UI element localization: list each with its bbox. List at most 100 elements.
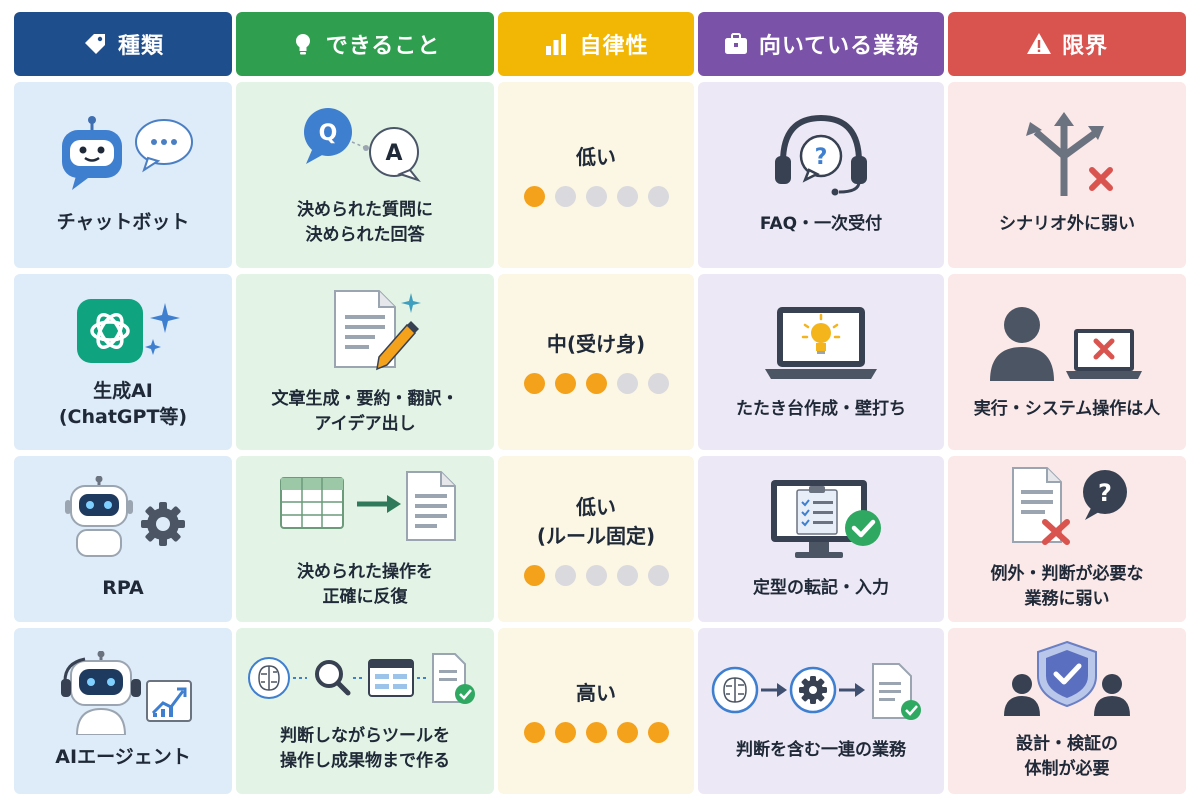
- autonomy-cell-chatbot: 低い: [498, 82, 694, 268]
- svg-text:A: A: [385, 141, 402, 166]
- type-cell-genai: 生成AI (ChatGPT等): [14, 274, 232, 450]
- header-label: 自律性: [579, 34, 649, 59]
- capability-cell-chatbot: Q A 決められた質問に 決められた回答: [236, 82, 494, 268]
- branching-arrows-icon: [1026, 112, 1113, 197]
- brain-gear-doc-flow-icon: [711, 663, 921, 721]
- suited-text: たたき台作成・壁打ち: [736, 399, 906, 420]
- table-to-doc-icon: [280, 470, 456, 541]
- limit-cell-genai: 実行・システム操作は人: [948, 274, 1186, 450]
- suited-cell-rpa: 定型の転記・入力: [698, 456, 944, 622]
- limit-cell-rpa: ? 例外・判断が必要な 業務に弱い: [948, 456, 1186, 622]
- autonomy-dot-empty: [616, 564, 638, 586]
- svg-text:?: ?: [1098, 479, 1112, 507]
- type-cell-rpa: RPA: [14, 456, 232, 622]
- capability-text: 判断しながらツールを 操作し成果物まで作る: [280, 725, 450, 772]
- capability-cell-genai: 文章生成・要約・翻訳・ アイデア出し: [236, 274, 494, 450]
- autonomy-cell-genai: 中(受け身): [498, 274, 694, 450]
- header-label: 限界: [1061, 34, 1108, 59]
- autonomy-dot-filled: [523, 186, 545, 207]
- header-limit: 限界: [948, 12, 1186, 76]
- bar-chart-icon: [546, 34, 567, 55]
- headset-icon: ?: [775, 115, 867, 196]
- autonomy-dot-empty: [647, 564, 669, 586]
- suited-text: 判断を含む一連の業務: [736, 740, 906, 761]
- autonomy-meter: [523, 722, 669, 743]
- autonomy-dot-filled: [585, 722, 607, 743]
- warning-icon: [1026, 33, 1051, 54]
- autonomy-dot-filled: [523, 373, 545, 394]
- header-capability: できること: [236, 12, 494, 76]
- laptop-idea-icon: [765, 307, 877, 380]
- header-label: 種類: [117, 34, 164, 59]
- suited-cell-chatbot: ? FAQ・一次受付: [698, 82, 944, 268]
- limit-cell-chatbot: シナリオ外に弱い: [948, 82, 1186, 268]
- autonomy-meter: [523, 186, 669, 207]
- autonomy-dot-empty: [647, 186, 669, 207]
- capability-cell-agent: 判断しながらツールを 操作し成果物まで作る: [236, 628, 494, 794]
- type-cell-agent: AIエージェント: [14, 628, 232, 794]
- document-pen-icon: [334, 289, 421, 370]
- type-cell-chatbot: チャットボット: [14, 82, 232, 268]
- limit-text: 例外・判断が必要な 業務に弱い: [990, 563, 1144, 610]
- autonomy-dot-empty: [616, 373, 638, 394]
- capability-text: 決められた質問に 決められた回答: [297, 199, 433, 246]
- header-label: 向いている業務: [758, 34, 920, 59]
- autonomy-dot-empty: [616, 186, 638, 207]
- autonomy-dot-filled: [523, 722, 545, 743]
- monitor-checklist-icon: [771, 480, 881, 559]
- autonomy-dot-empty: [554, 564, 576, 586]
- autonomy-dot-empty: [647, 373, 669, 394]
- header-label: できること: [325, 34, 441, 59]
- shield-team-icon: [1004, 640, 1130, 716]
- suited-cell-genai: たたき台作成・壁打ち: [698, 274, 944, 450]
- header-suited: 向いている業務: [698, 12, 944, 76]
- limit-cell-agent: 設計・検証の 体制が必要: [948, 628, 1186, 794]
- limit-text: 実行・システム操作は人: [973, 399, 1161, 420]
- type-name: AIエージェント: [55, 746, 191, 769]
- doc-x-question-icon: ?: [1012, 466, 1127, 545]
- agent-robot-icon: [61, 651, 192, 736]
- capability-text: 決められた操作を 正確に反復: [297, 561, 433, 608]
- autonomy-level: 高い: [576, 681, 616, 705]
- header-autonomy: 自律性: [498, 12, 694, 76]
- limit-text: シナリオ外に弱い: [999, 214, 1135, 235]
- autonomy-dot-empty: [554, 186, 576, 207]
- svg-text:Q: Q: [319, 121, 338, 146]
- autonomy-dot-filled: [523, 564, 545, 586]
- autonomy-dot-filled: [554, 722, 576, 743]
- type-name: RPA: [102, 577, 144, 600]
- autonomy-level: 低い (ルール固定): [536, 494, 656, 548]
- autonomy-dot-filled: [554, 373, 576, 394]
- autonomy-meter: [523, 564, 669, 586]
- autonomy-cell-agent: 高い: [498, 628, 694, 794]
- autonomy-dot-filled: [647, 722, 669, 743]
- type-name: チャットボット: [56, 211, 190, 234]
- suited-text: 定型の転記・入力: [753, 578, 889, 599]
- tag-icon: [84, 34, 105, 54]
- briefcase-icon: [724, 33, 747, 54]
- lightbulb-icon: [295, 34, 310, 55]
- autonomy-dot-empty: [585, 564, 607, 586]
- chatgpt-logo-icon: [77, 299, 180, 364]
- qa-bubbles-icon: Q A: [304, 107, 421, 182]
- robot-gear-icon: [65, 476, 185, 558]
- limit-text: 設計・検証の 体制が必要: [1016, 733, 1118, 780]
- comparison-table: 種類 できること 自律性 向いている業務 限界: [14, 12, 1186, 794]
- autonomy-meter: [523, 373, 669, 394]
- autonomy-cell-rpa: 低い (ルール固定): [498, 456, 694, 622]
- capability-text: 文章生成・要約・翻訳・ アイデア出し: [271, 388, 459, 435]
- brain-search-flow-icon: [248, 652, 475, 704]
- autonomy-dot-filled: [616, 722, 638, 743]
- person-laptop-x-icon: [990, 307, 1142, 382]
- autonomy-level: 中(受け身): [546, 332, 646, 356]
- autonomy-dot-empty: [585, 186, 607, 207]
- suited-text: FAQ・一次受付: [759, 214, 883, 235]
- svg-text:?: ?: [815, 145, 828, 170]
- header-type: 種類: [14, 12, 232, 76]
- suited-cell-agent: 判断を含む一連の業務: [698, 628, 944, 794]
- autonomy-level: 低い: [576, 145, 616, 169]
- type-name: 生成AI (ChatGPT等): [58, 380, 188, 428]
- capability-cell-rpa: 決められた操作を 正確に反復: [236, 456, 494, 622]
- autonomy-dot-filled: [585, 373, 607, 394]
- chatbot-icon: [62, 116, 193, 191]
